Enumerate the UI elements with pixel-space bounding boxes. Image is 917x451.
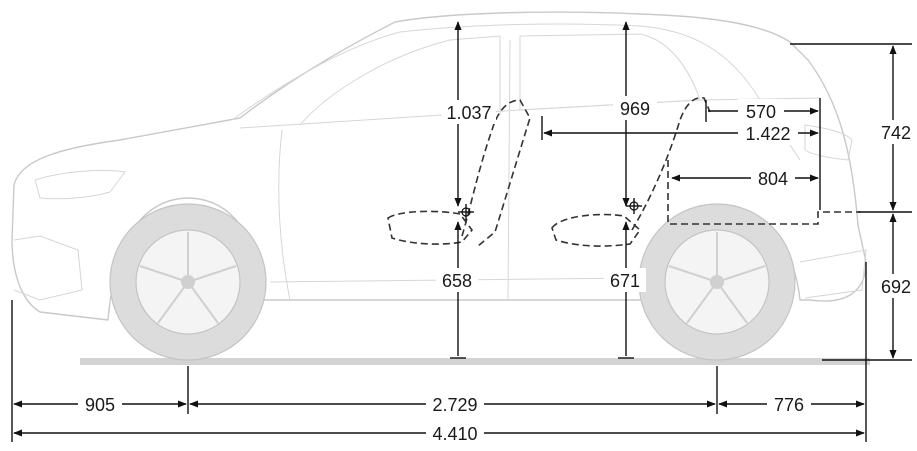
- wheelbase-label: 2.729: [432, 395, 477, 415]
- body-outline: [11, 11, 867, 321]
- ground-line: [80, 358, 870, 365]
- rear-seat-height-label: 671: [610, 271, 640, 291]
- front-hip-point-marker: [458, 204, 474, 220]
- front-seat-outline: [387, 99, 531, 247]
- cargo-floor-outline: [667, 160, 860, 225]
- headlight: [34, 169, 126, 200]
- front-overhang-label: 905: [85, 395, 115, 415]
- front-seat-height-label: 658: [442, 271, 472, 291]
- front-door-window: [299, 35, 501, 126]
- door-gap-front: [278, 129, 291, 301]
- door-gap-rear: [507, 39, 511, 301]
- rear-overhang-label: 776: [774, 395, 804, 415]
- cargo-length-label: 804: [758, 169, 788, 189]
- window-line: [231, 23, 801, 161]
- taillight: [804, 124, 853, 161]
- overall-length-label: 4.410: [432, 424, 477, 444]
- rear-to-tailgate-label: 570: [746, 102, 776, 122]
- rear-headroom-label: 969: [620, 99, 650, 119]
- tailgate-opening-height-label: 742: [881, 123, 911, 143]
- rear-seat-outline: [551, 96, 711, 247]
- front-headroom-label: 1.037: [446, 103, 491, 123]
- loading-sill-height-label: 692: [881, 277, 911, 297]
- beltline: [239, 97, 821, 129]
- rear-door-window: [519, 33, 701, 111]
- bumper-front: [13, 235, 83, 301]
- front-seat-to-tailgate-label: 1.422: [745, 124, 790, 144]
- rear-bumper: [799, 249, 867, 299]
- rear-hip-point-marker: [626, 198, 642, 214]
